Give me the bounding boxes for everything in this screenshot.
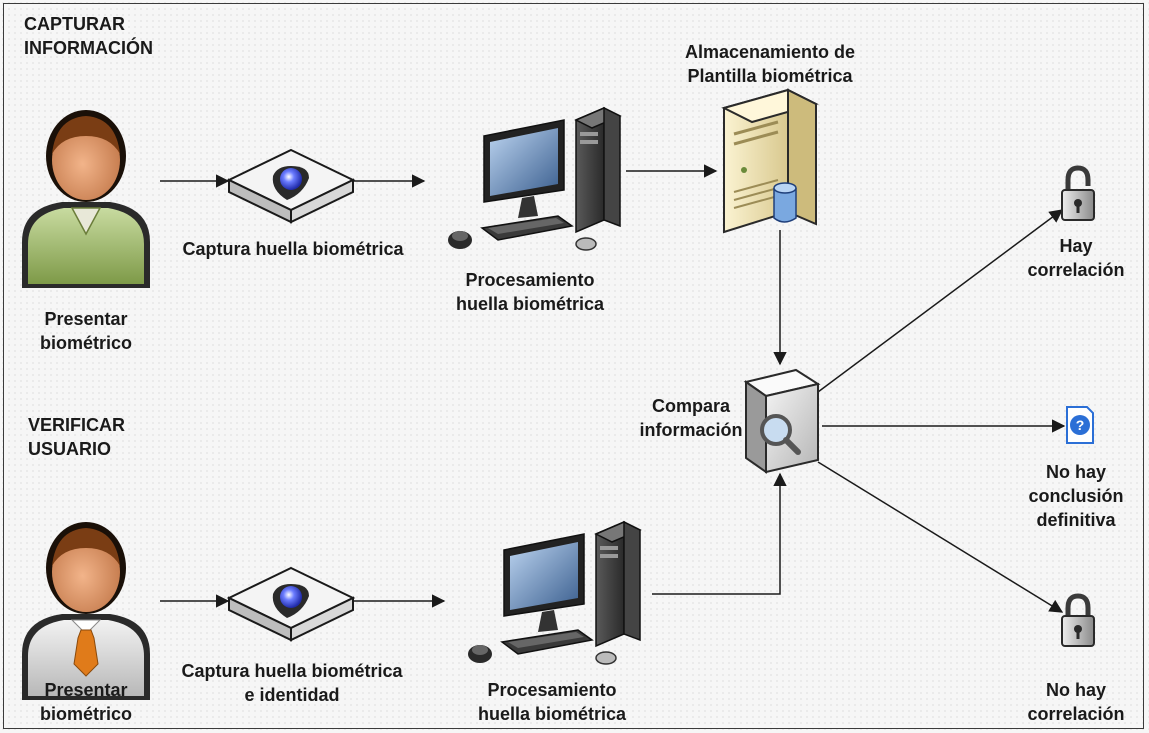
compare-label: Compara información — [639, 396, 743, 440]
section-title-verify: VERIFICAR USUARIO — [28, 415, 126, 459]
person-label: Presentar biométrico — [39, 309, 132, 353]
storage-label: Almacenamiento de Plantilla biométrica — [684, 42, 856, 86]
arrow-compare-to-no-match — [817, 461, 1064, 613]
computer-label: Procesamiento huella biométrica — [477, 680, 627, 724]
person-label: Presentar biométrico — [39, 680, 132, 724]
scanner-label: Captura huella biométrica — [182, 239, 404, 259]
arrow-compare-to-match — [817, 209, 1064, 393]
connector-arrows — [160, 164, 1066, 613]
help-document-icon: ? — [1066, 406, 1094, 444]
lock-open-icon — [1061, 165, 1095, 221]
computer-label: Procesamiento huella biométrica — [455, 270, 605, 314]
arrow-computer2-to-compare — [652, 472, 787, 595]
desktop-computer-icon — [467, 521, 641, 665]
svg-text:?: ? — [1076, 417, 1085, 433]
fingerprint-scanner-icon — [228, 149, 354, 223]
outcome-no-match-label: No hay correlación — [1027, 680, 1125, 724]
magnifier-compare-icon — [743, 368, 821, 474]
outcome-inconclusive-label: No hay conclusión definitiva — [1028, 462, 1124, 530]
database-server-icon — [721, 88, 819, 234]
scanner-label: Captura huella biométrica e identidad — [181, 661, 403, 705]
section-title-capture: CAPTURAR INFORMACIÓN — [24, 14, 153, 58]
person-icon — [22, 110, 150, 288]
diagram-frame — [3, 3, 1144, 729]
person-icon — [22, 522, 150, 700]
outcome-match-label: Hay correlación — [1027, 236, 1125, 280]
fingerprint-scanner-icon — [228, 567, 354, 641]
desktop-computer-icon — [447, 107, 621, 251]
lock-closed-icon — [1062, 596, 1094, 646]
